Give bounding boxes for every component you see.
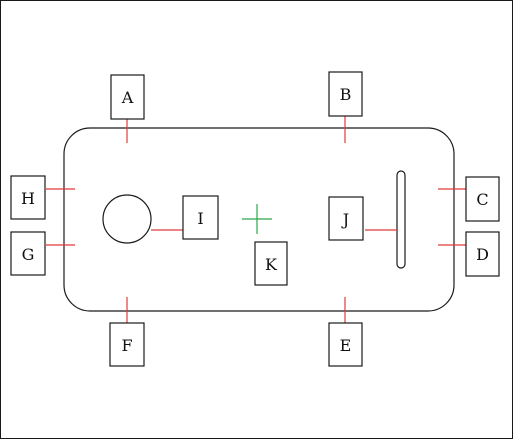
label-box-b: B: [328, 71, 363, 117]
label-d-text: D: [476, 245, 489, 264]
label-box-a: A: [110, 74, 145, 120]
label-b-text: B: [340, 85, 352, 104]
center-crosshair: [242, 204, 272, 234]
label-box-e: E: [328, 322, 363, 367]
device-body-outline: [63, 127, 455, 312]
label-e-text: E: [340, 336, 352, 355]
label-i-text: I: [197, 209, 203, 228]
label-box-f: F: [109, 322, 145, 367]
circular-component: [102, 194, 152, 244]
label-a-text: A: [121, 88, 134, 107]
callout-lines: [46, 116, 466, 323]
label-h-text: H: [21, 189, 35, 208]
label-box-c: C: [465, 176, 500, 222]
label-box-j: J: [328, 196, 364, 241]
label-j-text: J: [341, 210, 349, 229]
vertical-slot-component: [396, 170, 406, 269]
label-box-k: K: [254, 241, 288, 286]
label-box-g: G: [10, 231, 46, 276]
label-box-i: I: [182, 195, 219, 240]
label-box-d: D: [465, 231, 500, 277]
label-g-text: G: [22, 245, 35, 264]
label-f-text: F: [121, 336, 132, 355]
label-c-text: C: [476, 190, 488, 209]
label-box-h: H: [10, 175, 46, 220]
label-k-text: K: [265, 255, 278, 274]
